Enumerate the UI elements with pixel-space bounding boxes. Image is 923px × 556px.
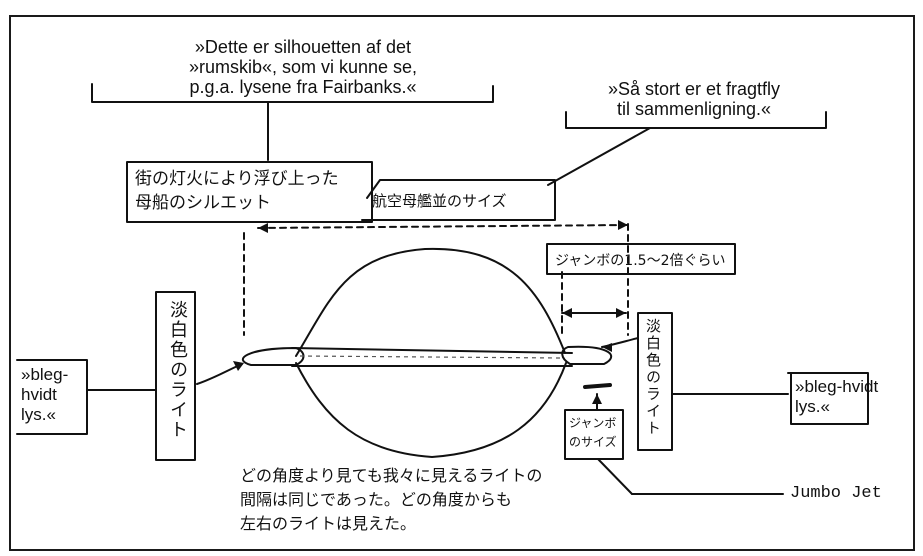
- observation-note-line-3: 左右のライトは見えた。: [240, 514, 417, 533]
- carrier-box-outline: [361, 179, 556, 221]
- left-light-box-outline: [155, 291, 196, 461]
- ship-top-hull: [295, 247, 566, 357]
- observation-note-line-1: どの角度より見ても我々に見えるライトの: [240, 466, 543, 485]
- jumbo-size-line-2: のサイズ: [569, 435, 617, 449]
- silhouette-caption-bracket: [91, 83, 494, 103]
- left-light-caption-line-3: lys.«: [21, 405, 56, 424]
- right-light-jp-label: 淡白色のライト: [644, 318, 662, 437]
- ratio-arrowhead-left: [562, 308, 572, 318]
- right-light-pod: [561, 345, 613, 365]
- left-light-arrow: [196, 363, 243, 385]
- silhouette-box-outline: [126, 161, 373, 223]
- right-light-caption-line-2: lys.«: [795, 397, 830, 416]
- left-text-bracket: [16, 359, 88, 435]
- jumbo-size-line-1: ジャンボ: [569, 416, 617, 430]
- jumbo-size-box-outline: [564, 409, 624, 460]
- dim-arrowhead-left: [258, 223, 268, 233]
- ratio-box-text: ジャンボの1.5〜2倍ぐらい: [555, 253, 726, 269]
- silhouette-caption-line-1: »Dette er silhouetten af det: [194, 37, 412, 57]
- right-light-caption: »bleg-hvidt lys.«: [795, 377, 878, 417]
- silhouette-box-text: 街の灯火により浮び上った 母船のシルエット: [135, 167, 339, 215]
- ship-bottom-hull: [295, 362, 567, 458]
- left-light-caption-line-2: hvidt: [21, 385, 57, 404]
- jumbo-arrowhead: [592, 394, 602, 404]
- right-text-bracket: [787, 372, 869, 425]
- left-light-caption-line-1: »bleg-: [21, 365, 69, 384]
- jumbo-jet-marker: [583, 383, 612, 389]
- outer-frame: [9, 15, 915, 551]
- arrowheads: [233, 220, 628, 404]
- light-beam-dashes: [299, 355, 561, 359]
- right-light-box-outline: [637, 312, 673, 451]
- left-light-jp-label: 淡白色のライト: [167, 300, 188, 440]
- right-light-arrowhead: [602, 343, 612, 352]
- ratio-box-outline: [546, 243, 736, 275]
- ratio-arrowhead-right: [616, 308, 626, 318]
- size-dimension-line: [257, 224, 629, 229]
- freighter-caption: »Så stort er et fragtfly til sammenligni…: [574, 79, 814, 119]
- freighter-caption-bracket: [565, 111, 827, 129]
- ship-axis-top: [291, 347, 573, 354]
- left-light-caption: »bleg- hvidt lys.«: [21, 365, 68, 425]
- dim-arrowhead-right: [618, 220, 628, 230]
- freighter-caption-line-1: »Så stort er et fragtfly: [607, 79, 781, 99]
- freighter-caption-leader: [547, 127, 651, 186]
- freighter-caption-line-2: til sammenligning.«: [616, 99, 772, 119]
- silhouette-caption-line-2: »rumskib«, som vi kunne se,: [188, 57, 418, 77]
- right-light-caption-line-1: »bleg-hvidt: [795, 377, 879, 396]
- left-light-arrowhead: [233, 361, 244, 371]
- observation-note: どの角度より見ても我々に見えるライトの 間隔は同じであった。どの角度からも 左右…: [240, 464, 542, 536]
- silhouette-box-line-2: 母船のシルエット: [135, 193, 271, 213]
- jumbo-jet-label: Jumbo Jet: [790, 484, 882, 503]
- left-light-pod: [241, 347, 305, 366]
- carrier-box-text: 航空母艦並のサイズ: [372, 192, 507, 210]
- silhouette-caption-line-3: p.g.a. lysene fra Fairbanks.«: [189, 77, 417, 97]
- observation-note-line-2: 間隔は同じであった。どの角度からも: [240, 490, 512, 509]
- silhouette-box-line-1: 街の灯火により浮び上った: [135, 169, 339, 189]
- silhouette-caption: »Dette er silhouetten af det »rumskib«, …: [148, 37, 458, 97]
- jumbo-size-text: ジャンボ のサイズ: [569, 414, 617, 452]
- jumbo-leader-diag: [597, 458, 633, 495]
